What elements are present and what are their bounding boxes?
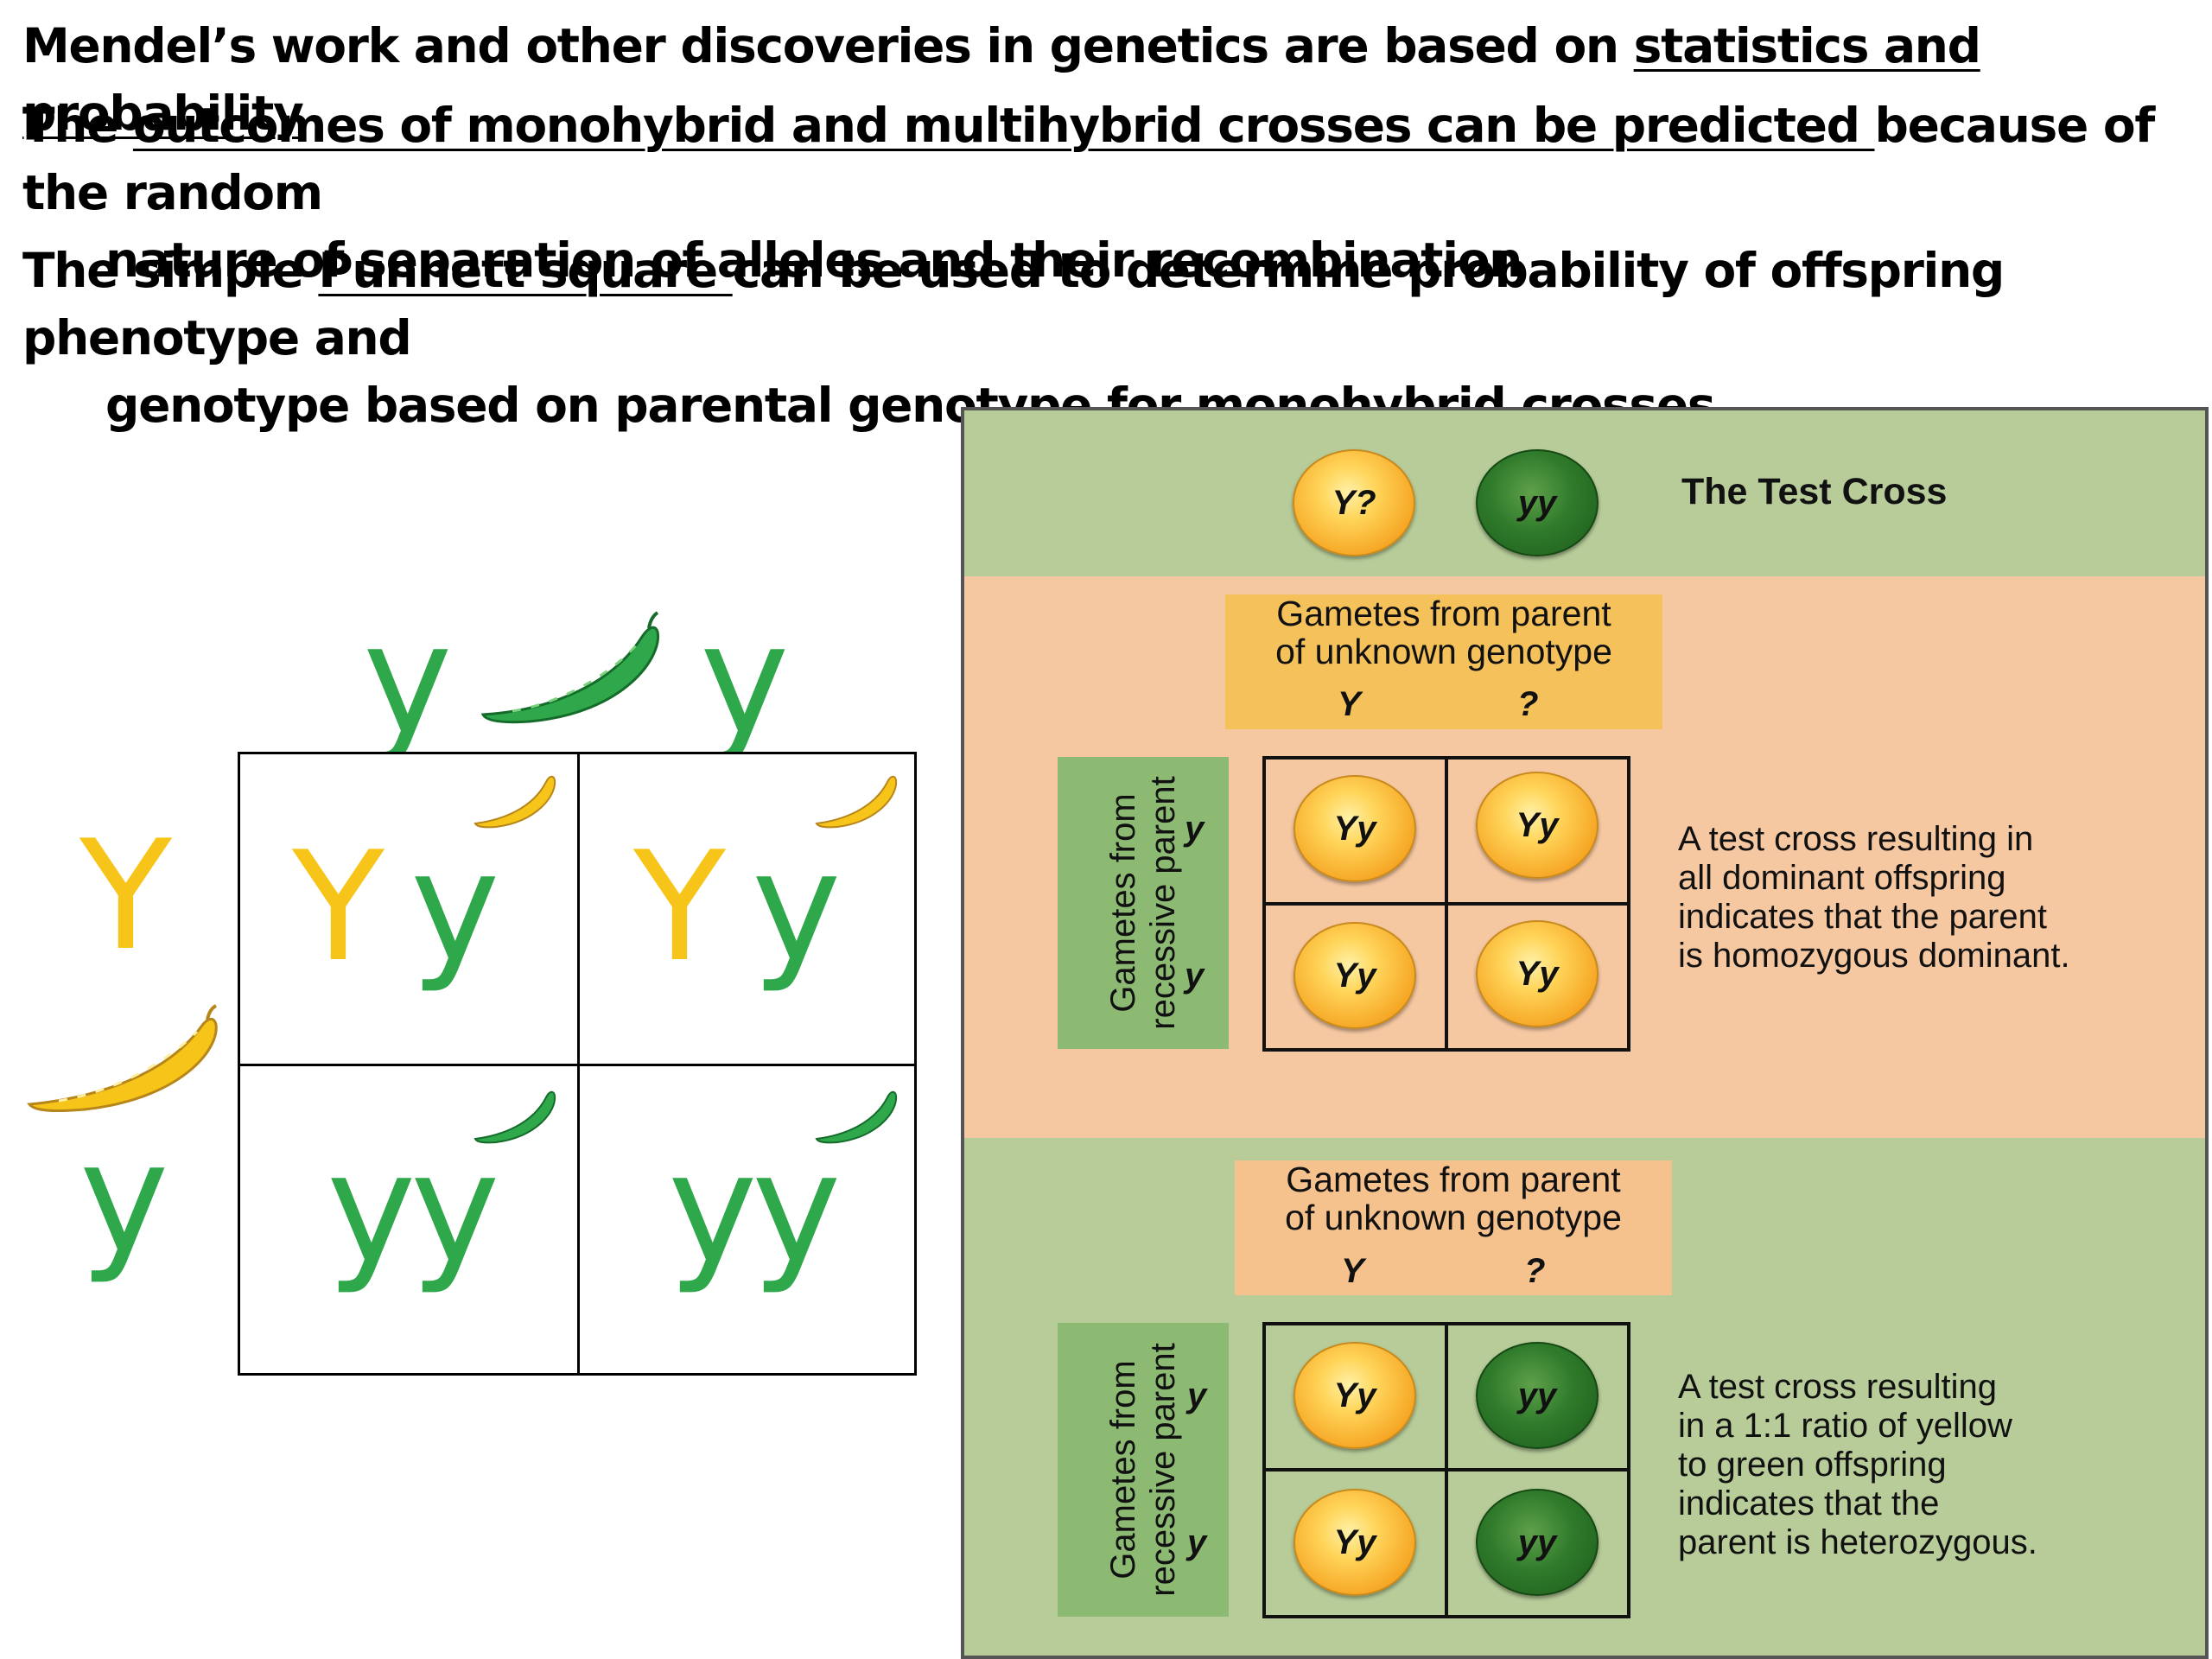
statement-3-emphasis: Punnett square: [318, 243, 733, 298]
panel-title: The Test Cross: [1681, 471, 1948, 512]
case1-gametes-line2: of unknown genotype: [1275, 632, 1612, 671]
case1-row1: y: [1185, 810, 1205, 848]
unknown-parent-pea: Y?: [1293, 449, 1415, 556]
case2-gametes-label: Gametes from parent of unknown genotype: [1235, 1160, 1672, 1295]
green-pod-small-icon: [474, 1090, 556, 1144]
case1-offspring-1-genotype: Yy: [1333, 810, 1376, 848]
case2-col1: Y: [1341, 1252, 1364, 1290]
yellow-pod-small-icon: [815, 775, 898, 829]
case2-desc-line3: to green offspring: [1678, 1446, 1947, 1484]
punnett-cell-2: Y y: [577, 752, 917, 1066]
top-allele-2: y: [700, 593, 790, 768]
case1-offspring-1: Yy: [1294, 775, 1416, 882]
case1-col1: Y: [1338, 685, 1361, 723]
case2-offspring-3-genotype: Yy: [1333, 1523, 1376, 1561]
punnett-square-figure: y y Y y: [0, 588, 950, 1400]
statement-1-text: Mendel’s work and other discoveries in g…: [22, 18, 1634, 73]
yellow-pod-small-icon: [474, 775, 556, 829]
case2-desc-line5: parent is heterozygous.: [1678, 1523, 2037, 1561]
statement-1-emphasis: statistics and probability: [22, 18, 1981, 141]
case1-side-line2: recessive parent: [1144, 776, 1182, 1030]
case2-side-text: Gametes from recessive parent: [1103, 1336, 1183, 1604]
case2-offspring-3: Yy: [1294, 1489, 1416, 1596]
case2-side-line1: Gametes from: [1104, 1360, 1142, 1580]
cell-4-allele-1: y: [668, 1122, 758, 1297]
case1-description: A test cross resulting in all dominant o…: [1678, 820, 2070, 976]
case1-offspring-4: Yy: [1476, 920, 1599, 1027]
case1-desc-line2: all dominant offspring: [1678, 859, 2006, 897]
cell-2-allele-2: y: [752, 820, 842, 995]
case2-offspring-1: Yy: [1294, 1342, 1416, 1449]
case2-offspring-1-genotype: Yy: [1333, 1376, 1376, 1414]
statement-2: The outcomes of monohybrid and multihybr…: [22, 92, 2200, 294]
case2-desc-line2: in a 1:1 ratio of yellow: [1678, 1407, 2012, 1445]
recessive-parent-pea: yy: [1476, 449, 1599, 556]
cell-1-allele-2: y: [410, 820, 500, 995]
statement-1: Mendel’s work and other discoveries in g…: [22, 12, 2200, 147]
case2-offspring-4-genotype: yy: [1517, 1523, 1557, 1561]
test-cross-panel: Y? yy The Test Cross Gametes from parent…: [961, 407, 2209, 1659]
punnett-cell-3: y y: [238, 1064, 580, 1376]
case1-offspring-2-genotype: Yy: [1516, 806, 1559, 844]
statement-3-post: can be used to determine probability of …: [22, 243, 2005, 365]
case2-description: A test cross resulting in a 1:1 ratio of…: [1678, 1368, 2037, 1562]
case2-desc-line1: A test cross resulting: [1678, 1368, 1998, 1406]
left-allele-2: y: [79, 1111, 169, 1287]
cell-2-allele-1: Y: [633, 820, 726, 995]
case2-gametes-line1: Gametes from parent: [1286, 1160, 1621, 1199]
case1-offspring-3-genotype: Yy: [1333, 957, 1376, 995]
statement-2-pre: The: [22, 98, 133, 153]
case1-gametes-line1: Gametes from parent: [1276, 594, 1611, 633]
case1-col2: ?: [1517, 685, 1539, 723]
case2-grid-divider-h: [1262, 1468, 1630, 1471]
cell-1-allele-1: Y: [292, 820, 385, 995]
case1-grid-divider-h: [1262, 902, 1630, 906]
case2-col2: ?: [1524, 1252, 1546, 1290]
cell-3-allele-2: y: [410, 1122, 500, 1297]
top-allele-1: y: [363, 593, 453, 768]
green-pod-icon: [480, 611, 660, 724]
case2-offspring-2: yy: [1476, 1342, 1599, 1449]
unknown-parent-genotype: Y?: [1332, 484, 1376, 522]
case1-side-line1: Gametes from: [1104, 793, 1142, 1013]
case1-desc-line4: is homozygous dominant.: [1678, 937, 2070, 975]
case2-row1: y: [1187, 1376, 1207, 1414]
statement-2-post: because of the random: [22, 98, 2155, 220]
case2-offspring-4: yy: [1476, 1489, 1599, 1596]
statement-2-line2: nature of separation of alleles and thei…: [105, 232, 1522, 288]
case2-desc-line4: indicates that the: [1678, 1484, 1940, 1522]
cell-4-allele-2: y: [752, 1122, 842, 1297]
case1-offspring-3: Yy: [1294, 922, 1416, 1029]
case2-side-label: [1058, 1323, 1229, 1617]
yellow-pod-icon: [27, 1004, 218, 1113]
case2-row2: y: [1187, 1523, 1207, 1561]
punnett-cell-4: y y: [577, 1064, 917, 1376]
case2-gametes-line2: of unknown genotype: [1285, 1198, 1622, 1237]
punnett-grid: Y y Y y y y y y: [238, 752, 917, 1376]
case2-offspring-2-genotype: yy: [1517, 1376, 1557, 1414]
case1-row2: y: [1185, 957, 1205, 995]
case2-side-line2: recessive parent: [1144, 1343, 1182, 1597]
case1-desc-line3: indicates that the parent: [1678, 898, 2047, 936]
punnett-cell-1: Y y: [238, 752, 580, 1066]
case1-side-text: Gametes from recessive parent: [1103, 769, 1183, 1037]
cell-3-allele-1: y: [327, 1122, 416, 1297]
case1-desc-line1: A test cross resulting in: [1678, 820, 2034, 858]
case1-gametes-label: Gametes from parent of unknown genotype: [1225, 594, 1662, 729]
case1-side-label: [1058, 757, 1229, 1049]
statement-2-emphasis: outcomes of monohybrid and multihybrid c…: [132, 98, 1875, 153]
recessive-parent-genotype: yy: [1517, 484, 1557, 522]
statement-3-pre: The simple: [22, 243, 319, 298]
left-allele-1: Y: [79, 809, 172, 984]
green-pod-small-icon: [815, 1090, 898, 1144]
case1-offspring-4-genotype: Yy: [1516, 955, 1559, 993]
case1-offspring-2: Yy: [1476, 772, 1599, 879]
